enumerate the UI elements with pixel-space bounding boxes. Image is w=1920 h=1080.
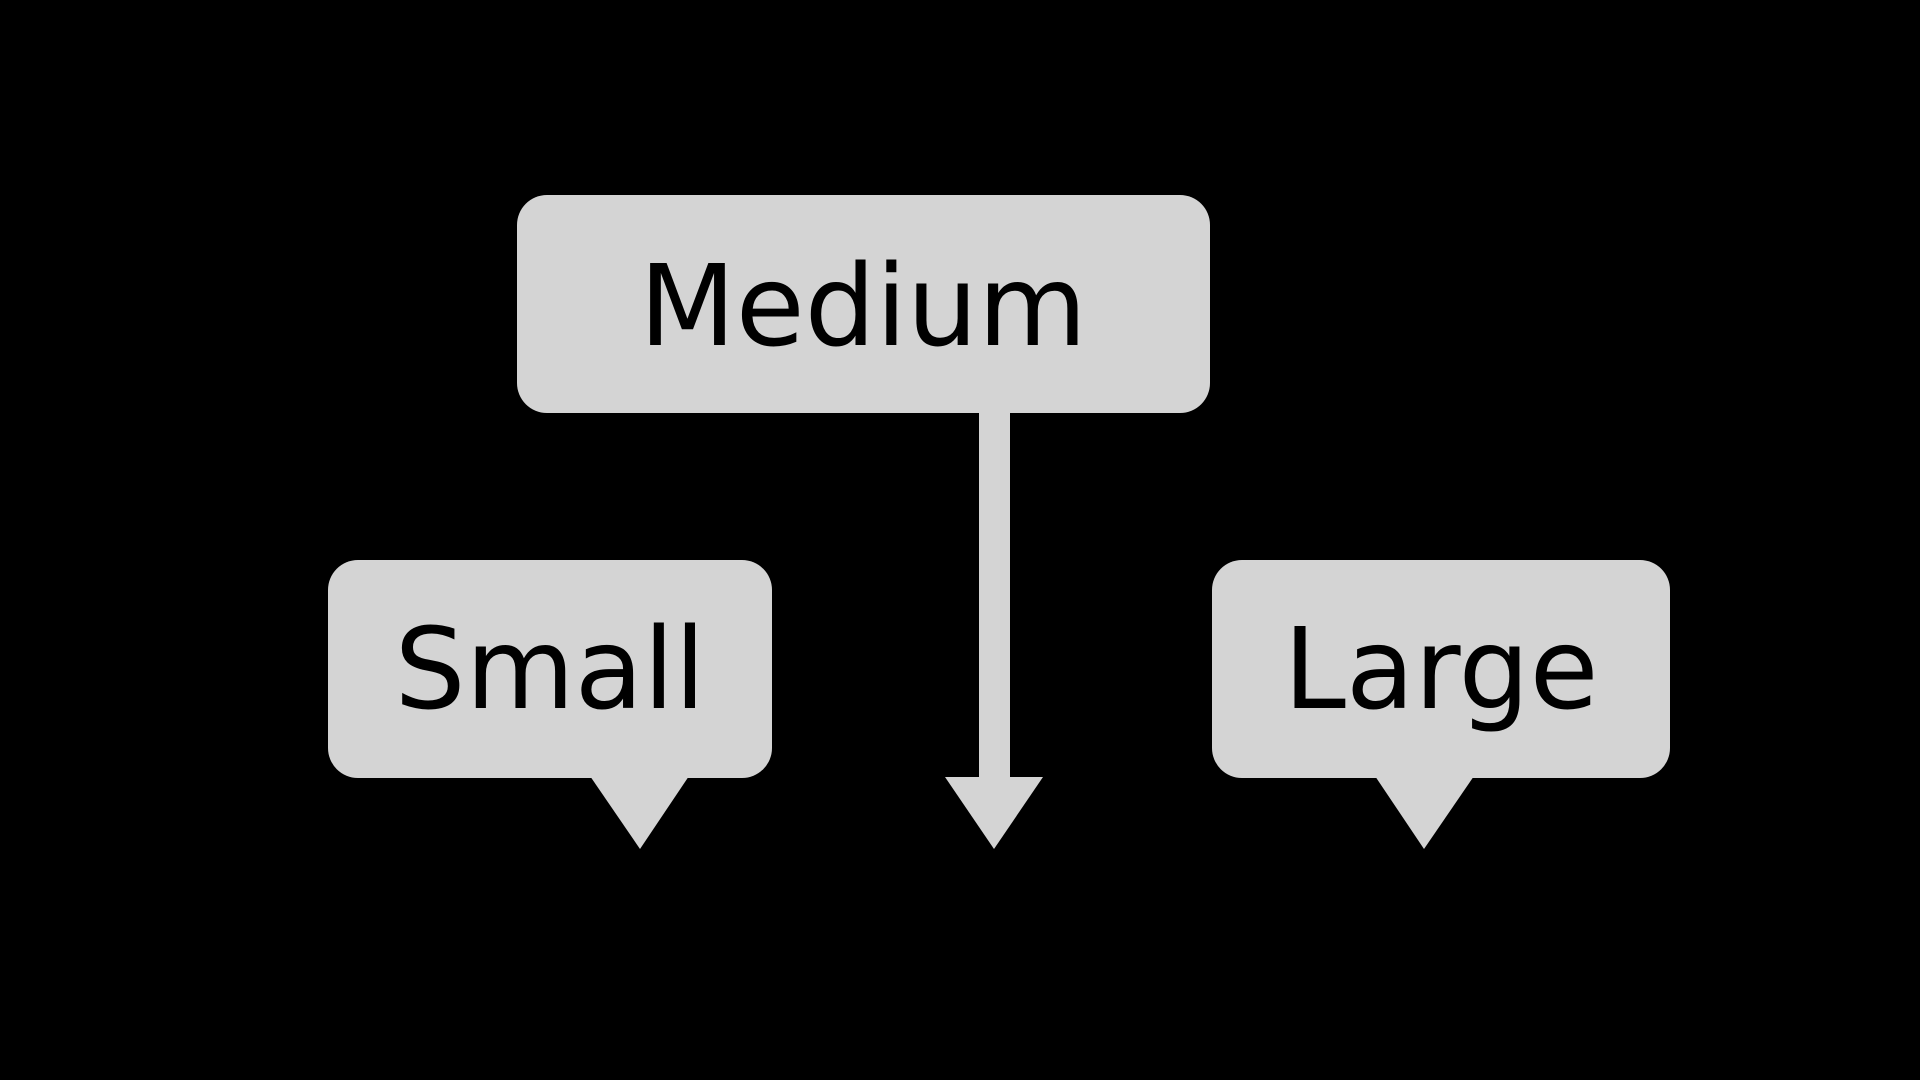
callout-small-box <box>328 560 772 778</box>
callout-medium-stem <box>979 410 1010 778</box>
callout-medium-label: Medium <box>639 242 1087 372</box>
callout-large-label: Large <box>1283 605 1598 735</box>
callout-large-pointer <box>1375 776 1474 849</box>
callout-large: Large <box>1212 560 1670 849</box>
callout-small-label: Small <box>394 605 705 735</box>
callout-medium-pointer <box>945 777 1043 849</box>
callout-large-box <box>1212 560 1670 778</box>
callout-small-pointer <box>590 776 689 849</box>
callout-medium: Medium <box>517 195 1210 849</box>
callout-medium-box <box>517 195 1210 413</box>
callout-small: Small <box>328 560 772 849</box>
